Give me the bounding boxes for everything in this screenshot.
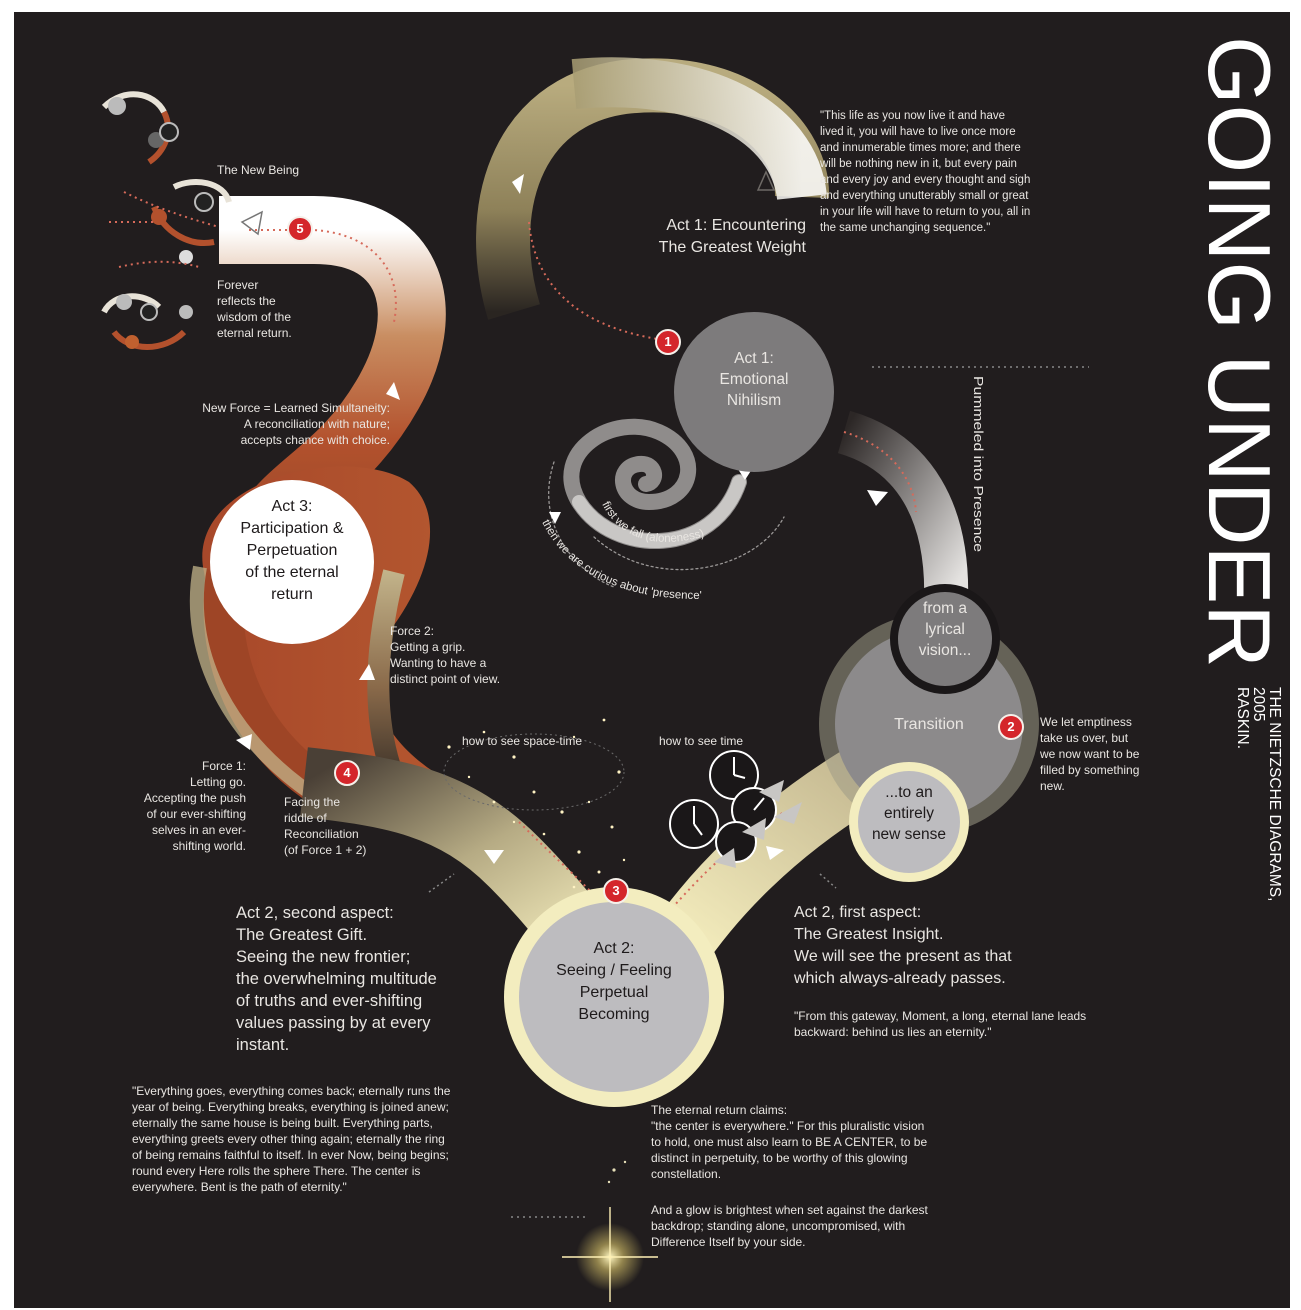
subtitle-line-1: THE NIETZSCHE DIAGRAMS, xyxy=(1266,687,1282,901)
force1-text: Force 1: Letting go. Accepting the push … xyxy=(143,759,246,853)
main-title: GOING UNDER xyxy=(1190,36,1289,668)
act3-circle-label: Act 3: Participation & Perpetuation of t… xyxy=(240,498,344,603)
pummeled-label: Pummeled into Presence xyxy=(971,376,986,552)
pummeled-band xyxy=(837,410,969,603)
new-force-text: New Force = Learned Simultaneity: A reco… xyxy=(202,401,390,447)
arch-arrowhead-icon xyxy=(756,170,776,191)
new-being-arrowhead-icon xyxy=(240,210,264,236)
forever-text: Forever reflects the wisdom of the etern… xyxy=(217,278,292,340)
lyrical-label: from a lyrical vision... xyxy=(918,600,972,659)
spiral-inner-text: first we fall (aloneness) xyxy=(599,500,705,545)
subtitle: THE NIETZSCHE DIAGRAMS, 2005 RASKIN. xyxy=(1234,687,1282,901)
force2-text: Force 2: Getting a grip. Wanting to have… xyxy=(390,624,501,686)
emptiness-text: We let emptiness take us over, but we no… xyxy=(1040,715,1140,793)
new-being-label: The New Being xyxy=(217,163,300,177)
svg-text:GOING UNDER: GOING UNDER xyxy=(1190,36,1289,668)
new-being-figures xyxy=(101,91,232,350)
spiral xyxy=(548,418,785,588)
act2-circle-label: Act 2: Seeing / Feeling Perpetual Becomi… xyxy=(556,940,672,1023)
quote-top: "This life as you now live it and have l… xyxy=(820,110,1031,234)
badge-2: 2 xyxy=(998,714,1024,740)
svg-text:first we fall (aloneness): first we fall (aloneness) xyxy=(599,500,705,545)
act2-first-aspect: Act 2, first aspect: The Greatest Insigh… xyxy=(794,904,1012,987)
spiral-labels: first we fall (aloneness) then we are cu… xyxy=(539,500,705,602)
eternal-claims: The eternal return claims: "the center i… xyxy=(651,1103,928,1181)
gateway-quote: "From this gateway, Moment, a long, eter… xyxy=(794,1009,1087,1039)
svg-text:Pummeled into Presence: Pummeled into Presence xyxy=(971,376,986,552)
subtitle-line-2: 2005 xyxy=(1250,687,1267,721)
badge-1: 1 xyxy=(655,329,681,355)
act1-circle xyxy=(674,312,834,472)
badge-4: 4 xyxy=(334,760,360,786)
act1-circle-label: Act 1: Emotional Nihilism xyxy=(719,350,789,409)
badge-5: 5 xyxy=(287,216,313,242)
time-label: how to see time xyxy=(659,734,744,748)
facing-text: Facing the riddle of Reconciliation (of … xyxy=(284,795,367,857)
poster: 1 2 3 4 5 GOING UNDER THE NIETZSCHE DIAG… xyxy=(14,12,1290,1308)
space-time-label: how to see space-time xyxy=(462,734,583,748)
glow-text: And a glow is brightest when set against… xyxy=(651,1203,928,1249)
act3-circle xyxy=(210,480,374,644)
act2-second-aspect: Act 2, second aspect: The Greatest Gift.… xyxy=(236,904,437,1054)
act1-heading: Act 1: Encountering The Greatest Weight xyxy=(658,217,806,256)
star-field xyxy=(447,718,626,889)
subtitle-line-3: RASKIN. xyxy=(1234,687,1251,749)
diagram-artwork xyxy=(101,57,1089,1302)
new-sense-label: ...to an entirely new sense xyxy=(871,784,947,843)
transition-label: Transition xyxy=(894,716,964,733)
force1-strand xyxy=(189,565,328,808)
badge-3: 3 xyxy=(603,878,629,904)
quote-bottom-left: "Everything goes, everything comes back;… xyxy=(132,1084,451,1194)
